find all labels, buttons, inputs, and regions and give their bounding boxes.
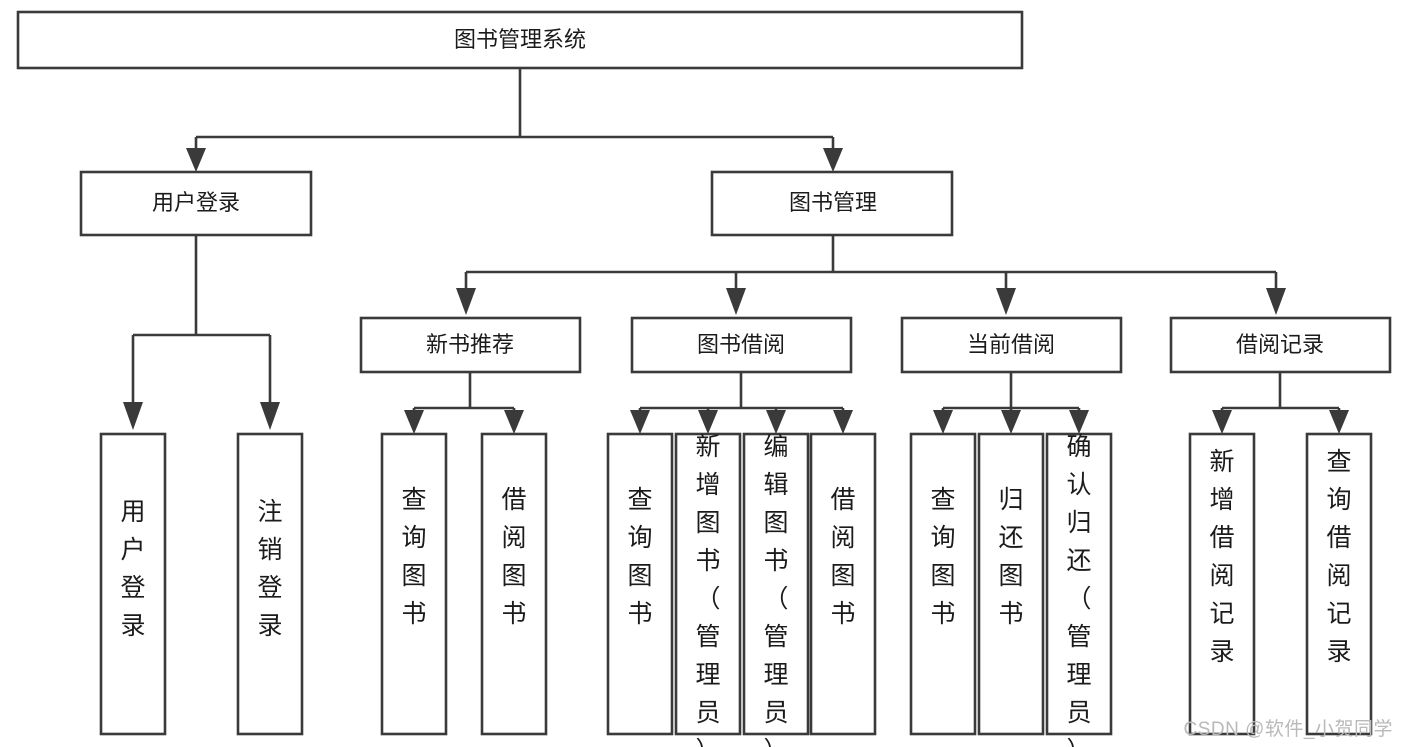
leaf-label: 编辑图书（管理员） xyxy=(763,433,788,747)
leaf-node[interactable]: 查询图书 xyxy=(909,432,977,736)
arrow-head-currentborrow-leaf-2 xyxy=(1001,410,1021,434)
node-book-borrow-label: 图书借阅 xyxy=(697,332,785,357)
node-user-login-label: 用户登录 xyxy=(152,190,240,215)
arrow-head-bookborrow-leaf-2 xyxy=(698,410,718,434)
arrow-head-book-borrow xyxy=(726,288,746,315)
leaf-box[interactable] xyxy=(1045,432,1113,736)
leaf-box[interactable] xyxy=(236,432,304,736)
node-book-management-label: 图书管理 xyxy=(789,190,877,215)
arrow-head-leaf-user-login xyxy=(123,402,143,430)
arrow-head-newbook-leaf-1 xyxy=(404,410,424,434)
leaf-box[interactable] xyxy=(809,432,877,736)
leaf-box[interactable] xyxy=(99,432,167,736)
node-book-management[interactable]: 图书管理 xyxy=(710,170,954,237)
arrow-head-newbook-leaf-2 xyxy=(504,410,524,434)
arrow-head-borrowrecord-leaf-2 xyxy=(1329,410,1349,434)
node-root-label: 图书管理系统 xyxy=(454,27,586,52)
arrow-head-bookborrow-leaf-4 xyxy=(833,410,853,434)
node-root-box[interactable] xyxy=(16,10,1024,70)
leaf-group-user-login: 用户登录 注销登录 xyxy=(99,432,304,736)
leaf-box[interactable] xyxy=(1305,432,1373,736)
leaf-label: 注销登录 xyxy=(257,498,282,640)
leaf-label: 查询借阅记录 xyxy=(1326,448,1351,666)
leaf-group-current-borrow: 查询图书 归还图书 确认归还（管理员） xyxy=(909,432,1113,747)
leaf-box[interactable] xyxy=(909,432,977,736)
node-borrow-record-box[interactable] xyxy=(1169,316,1392,374)
leaf-node[interactable]: 新增借阅记录 xyxy=(1188,432,1256,736)
node-new-book-recommend-box[interactable] xyxy=(359,316,582,374)
leaf-box[interactable] xyxy=(480,432,548,736)
leaf-node[interactable]: 归还图书 xyxy=(977,432,1045,736)
leaf-label: 借阅图书 xyxy=(501,486,526,628)
node-borrow-record-label: 借阅记录 xyxy=(1236,332,1324,357)
node-borrow-record[interactable]: 借阅记录 xyxy=(1169,316,1392,374)
arrow-head-leaf-logout xyxy=(260,402,280,430)
arrow-head-current-borrow xyxy=(996,288,1016,315)
arrow-head-user-login xyxy=(186,148,206,172)
node-current-borrow-box[interactable] xyxy=(900,316,1123,374)
node-root[interactable]: 图书管理系统 xyxy=(16,10,1024,70)
leaf-label: 查询图书 xyxy=(401,486,426,628)
node-new-book-recommend[interactable]: 新书推荐 xyxy=(359,316,582,374)
connector-layer xyxy=(123,68,1349,434)
arrow-head-new-book xyxy=(456,288,476,315)
node-user-login[interactable]: 用户登录 xyxy=(79,170,313,237)
leaf-node[interactable]: 编辑图书（管理员） xyxy=(742,432,810,747)
leaf-node[interactable]: 确认归还（管理员） xyxy=(1045,432,1113,747)
leaf-label: 查询图书 xyxy=(930,486,955,628)
arrow-head-bookborrow-leaf-1 xyxy=(630,410,650,434)
node-user-login-box[interactable] xyxy=(79,170,313,237)
leaf-label: 用户登录 xyxy=(120,498,145,640)
leaf-box[interactable] xyxy=(742,432,810,736)
leaf-group-new-book-recommend: 查询图书 借阅图书 xyxy=(380,432,548,736)
node-book-management-box[interactable] xyxy=(710,170,954,237)
leaf-node[interactable]: 查询图书 xyxy=(380,432,448,736)
leaf-label: 新增图书（管理员） xyxy=(695,433,720,747)
leaf-box[interactable] xyxy=(380,432,448,736)
leaf-node[interactable]: 查询借阅记录 xyxy=(1305,432,1373,736)
arrow-head-bookborrow-leaf-3 xyxy=(766,410,786,434)
arrow-head-borrowrecord-leaf-1 xyxy=(1212,410,1232,434)
arrow-head-currentborrow-leaf-3 xyxy=(1069,410,1089,434)
csdn-watermark: CSDN @软件_小贺同学 xyxy=(1183,719,1393,740)
leaf-label: 确认归还（管理员） xyxy=(1066,433,1091,747)
leaf-node[interactable]: 查询图书 xyxy=(606,432,674,736)
leaf-box[interactable] xyxy=(606,432,674,736)
arrow-head-currentborrow-leaf-1 xyxy=(933,410,953,434)
leaf-node[interactable]: 注销登录 xyxy=(236,432,304,736)
leaf-box[interactable] xyxy=(674,432,742,736)
leaf-box[interactable] xyxy=(1188,432,1256,736)
node-book-borrow[interactable]: 图书借阅 xyxy=(630,316,853,374)
node-book-borrow-box[interactable] xyxy=(630,316,853,374)
leaf-label: 新增借阅记录 xyxy=(1209,448,1234,666)
node-new-book-recommend-label: 新书推荐 xyxy=(426,332,514,357)
leaf-group-book-borrow: 查询图书 新增图书（管理员） 编辑图书（管理员） 借阅图书 xyxy=(606,432,877,747)
leaf-node[interactable]: 新增图书（管理员） xyxy=(674,432,742,747)
leaf-node[interactable]: 借阅图书 xyxy=(480,432,548,736)
node-current-borrow-label: 当前借阅 xyxy=(967,332,1055,357)
node-current-borrow[interactable]: 当前借阅 xyxy=(900,316,1123,374)
leaf-box[interactable] xyxy=(977,432,1045,736)
arrow-head-book-mgmt xyxy=(823,148,843,172)
leaf-label: 查询图书 xyxy=(627,486,652,628)
leaf-label: 借阅图书 xyxy=(830,486,855,628)
leaf-group-borrow-record: 新增借阅记录 查询借阅记录 xyxy=(1188,432,1373,736)
arrow-head-borrow-record xyxy=(1266,288,1286,315)
leaf-node[interactable]: 用户登录 xyxy=(99,432,167,736)
leaf-label: 归还图书 xyxy=(998,486,1023,628)
leaf-node[interactable]: 借阅图书 xyxy=(809,432,877,736)
